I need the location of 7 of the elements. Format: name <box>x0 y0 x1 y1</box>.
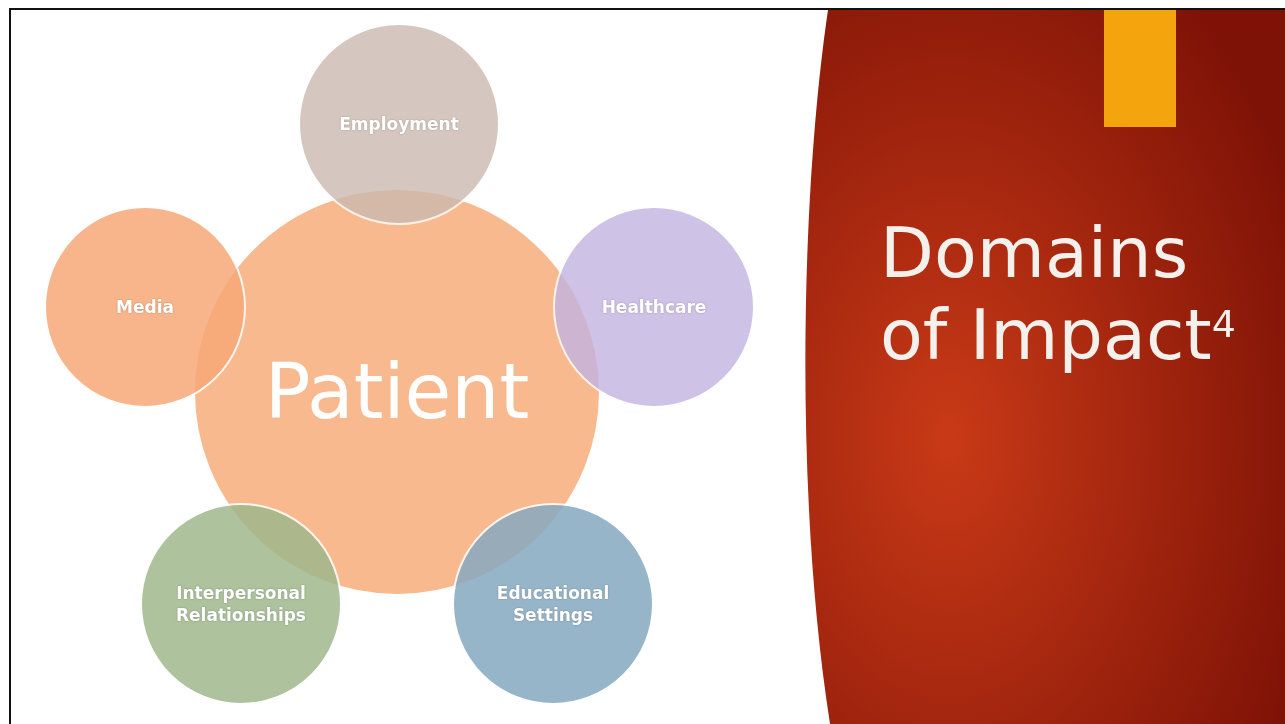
node-label: Media <box>115 296 175 318</box>
node-label: Employment <box>338 113 460 135</box>
slide-title: Domains of Impact$^{4}$ <box>880 212 1237 376</box>
node-label: Interpersonal Relationships <box>175 582 307 626</box>
node-label: Healthcare <box>600 296 708 318</box>
node-label: Educational Settings <box>495 582 611 626</box>
node-label: Patient <box>263 349 531 435</box>
